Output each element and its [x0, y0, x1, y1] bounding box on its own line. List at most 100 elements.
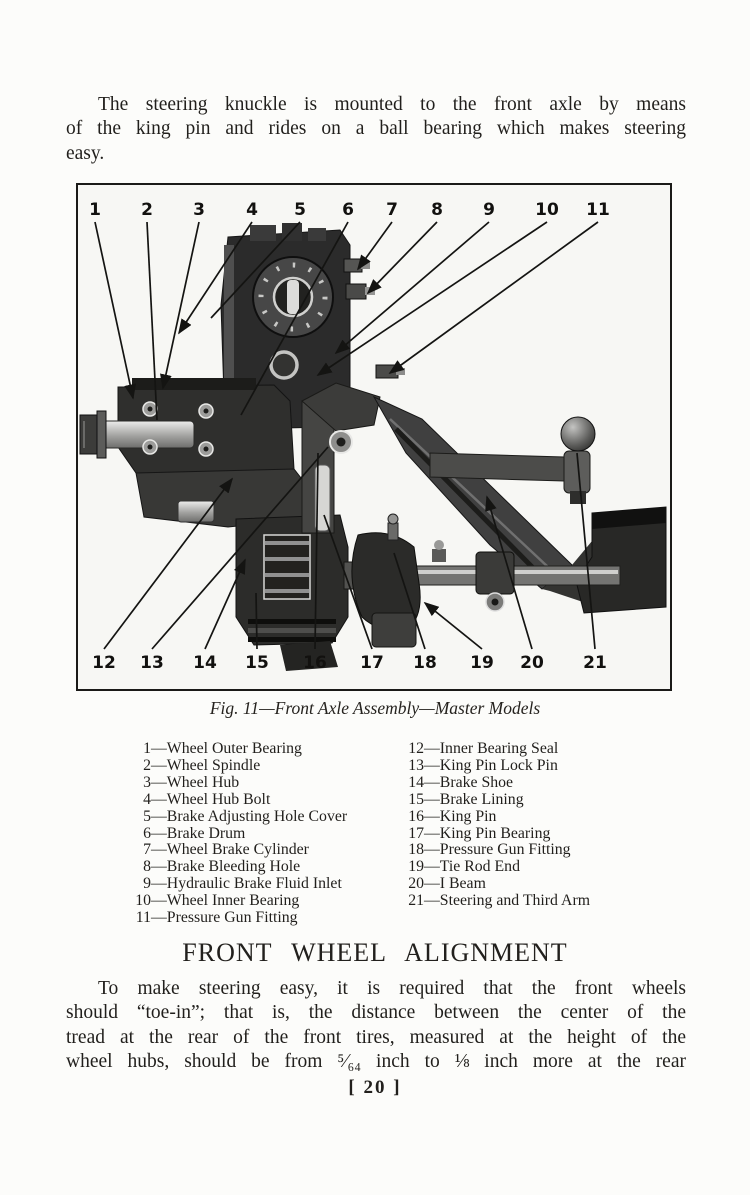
section-heading: FRONT WHEEL ALIGNMENT — [182, 938, 568, 967]
part-label: King Pin — [439, 807, 497, 825]
callout-number-8: 8 — [431, 200, 443, 220]
tie-rod-clamp — [475, 551, 515, 595]
part-number: 2 — [143, 756, 151, 774]
part-dash: — — [151, 790, 167, 808]
callout-number-20: 20 — [520, 653, 544, 673]
page-number: [ 20 ] — [348, 1077, 402, 1098]
part-number: 6 — [143, 824, 151, 842]
part-number: 16 — [408, 807, 424, 825]
parts-list-item: 13—King Pin Lock Pin — [398, 756, 688, 775]
callout-number-12: 12 — [92, 653, 116, 673]
callout-leader-line-21 — [576, 452, 596, 650]
parts-list-item: 9—Hydraulic Brake Fluid Inlet — [131, 875, 398, 893]
callout-number-13: 13 — [140, 653, 164, 673]
part-label: Wheel Hub — [166, 773, 240, 791]
parts-list-item: 5—Brake Adjusting Hole Cover — [131, 807, 398, 826]
callout-leader-line-5 — [210, 221, 301, 319]
part-dash: — — [151, 740, 167, 757]
part-label: Inner Bearing Seal — [439, 740, 559, 757]
part-label: King Pin Bearing — [439, 824, 551, 842]
part-number: 17 — [408, 824, 424, 842]
spring-pad — [575, 506, 667, 614]
part-label: King Pin Lock Pin — [439, 756, 558, 774]
parts-list-item: 19—Tie Rod End — [398, 858, 688, 876]
callout-leader-line-2 — [146, 221, 158, 421]
part-number: 10 — [135, 892, 151, 910]
part-label: Wheel Inner Bearing — [166, 892, 300, 910]
parts-list-item: 2—Wheel Spindle — [131, 756, 398, 775]
part-number: 14 — [408, 773, 424, 791]
callout-leader-line-15 — [255, 592, 258, 650]
part-number: 21 — [408, 892, 424, 910]
part-dash: — — [424, 807, 440, 825]
part-label: Brake Bleeding Hole — [166, 858, 301, 876]
part-dash: — — [424, 740, 440, 757]
hub-bolts — [142, 401, 214, 457]
alignment-paragraph: To make steering easy, it is required th… — [66, 977, 686, 1075]
part-number: 9 — [143, 875, 151, 893]
figure-caption: Fig. 11—Front Axle Assembly—Master Model… — [209, 698, 541, 718]
parts-list-item: 11—Pressure Gun Fitting — [131, 909, 398, 927]
callout-number-5: 5 — [294, 200, 306, 220]
callout-leader-line-6 — [240, 221, 349, 416]
part-number: 1 — [143, 740, 151, 757]
callout-leader-line-9 — [334, 221, 490, 355]
paragraph-line: tread at the rear of the front tires, me… — [66, 1026, 686, 1048]
callout-number-4: 4 — [246, 200, 258, 220]
third-arm-ball — [560, 416, 596, 452]
paragraph-line: of the king pin and rides on a ball bear… — [66, 118, 686, 140]
part-dash: — — [151, 875, 167, 893]
part-dash: — — [151, 892, 167, 910]
part-dash: — — [151, 773, 167, 791]
part-dash: — — [424, 790, 440, 808]
callout-number-18: 18 — [413, 653, 437, 673]
parts-list-item: 1—Wheel Outer Bearing — [131, 740, 398, 758]
part-label: Wheel Brake Cylinder — [166, 841, 309, 859]
callout-leader-line-14 — [204, 558, 246, 650]
part-number: 13 — [408, 756, 424, 774]
part-label: Wheel Outer Bearing — [166, 740, 302, 757]
part-label: Brake Lining — [439, 790, 524, 808]
part-dash: — — [151, 858, 167, 876]
callout-number-3: 3 — [193, 200, 205, 220]
callout-leader-line-3 — [160, 221, 200, 390]
callout-leader-line-16 — [314, 452, 319, 650]
callout-leader-line-11 — [388, 221, 599, 374]
part-label: Brake Adjusting Hole Cover — [166, 807, 348, 825]
part-number: 7 — [143, 841, 151, 859]
callout-number-7: 7 — [386, 200, 398, 220]
part-dash: — — [151, 841, 167, 859]
part-dash: — — [424, 824, 440, 842]
parts-list-item: 7—Wheel Brake Cylinder — [131, 842, 398, 859]
part-number: 8 — [143, 858, 151, 876]
part-dash: — — [424, 892, 440, 910]
part-number: 20 — [408, 875, 424, 893]
callout-leader-line-1 — [94, 221, 136, 400]
steering-knuckle-and-spindle — [79, 378, 309, 528]
callout-leader-line-8 — [366, 221, 438, 295]
callout-number-2: 2 — [141, 200, 153, 220]
part-dash: — — [151, 807, 167, 825]
parts-list-item: 8—Brake Bleeding Hole — [131, 858, 398, 876]
parts-list-item: 17—King Pin Bearing — [398, 824, 688, 843]
callout-number-17: 17 — [360, 653, 384, 673]
brake-lining-stack — [263, 534, 311, 600]
callout-number-15: 15 — [245, 653, 269, 673]
callout-leader-line-20 — [485, 495, 533, 650]
parts-list-item: 15—Brake Lining — [398, 790, 688, 809]
part-number: 15 — [408, 790, 424, 808]
part-dash: — — [424, 756, 440, 774]
parts-list-item: 6—Brake Drum — [131, 824, 398, 843]
callout-number-14: 14 — [193, 653, 217, 673]
callout-number-9: 9 — [483, 200, 495, 220]
part-label: Brake Drum — [166, 824, 246, 842]
callout-leader-line-12 — [103, 477, 234, 650]
parts-list-item: 3—Wheel Hub — [131, 773, 398, 792]
paragraph-line: To make steering easy, it is required th… — [98, 978, 686, 999]
callout-leader-line-19 — [423, 601, 483, 650]
callout-number-11: 11 — [586, 200, 610, 220]
part-label: I Beam — [439, 875, 486, 893]
